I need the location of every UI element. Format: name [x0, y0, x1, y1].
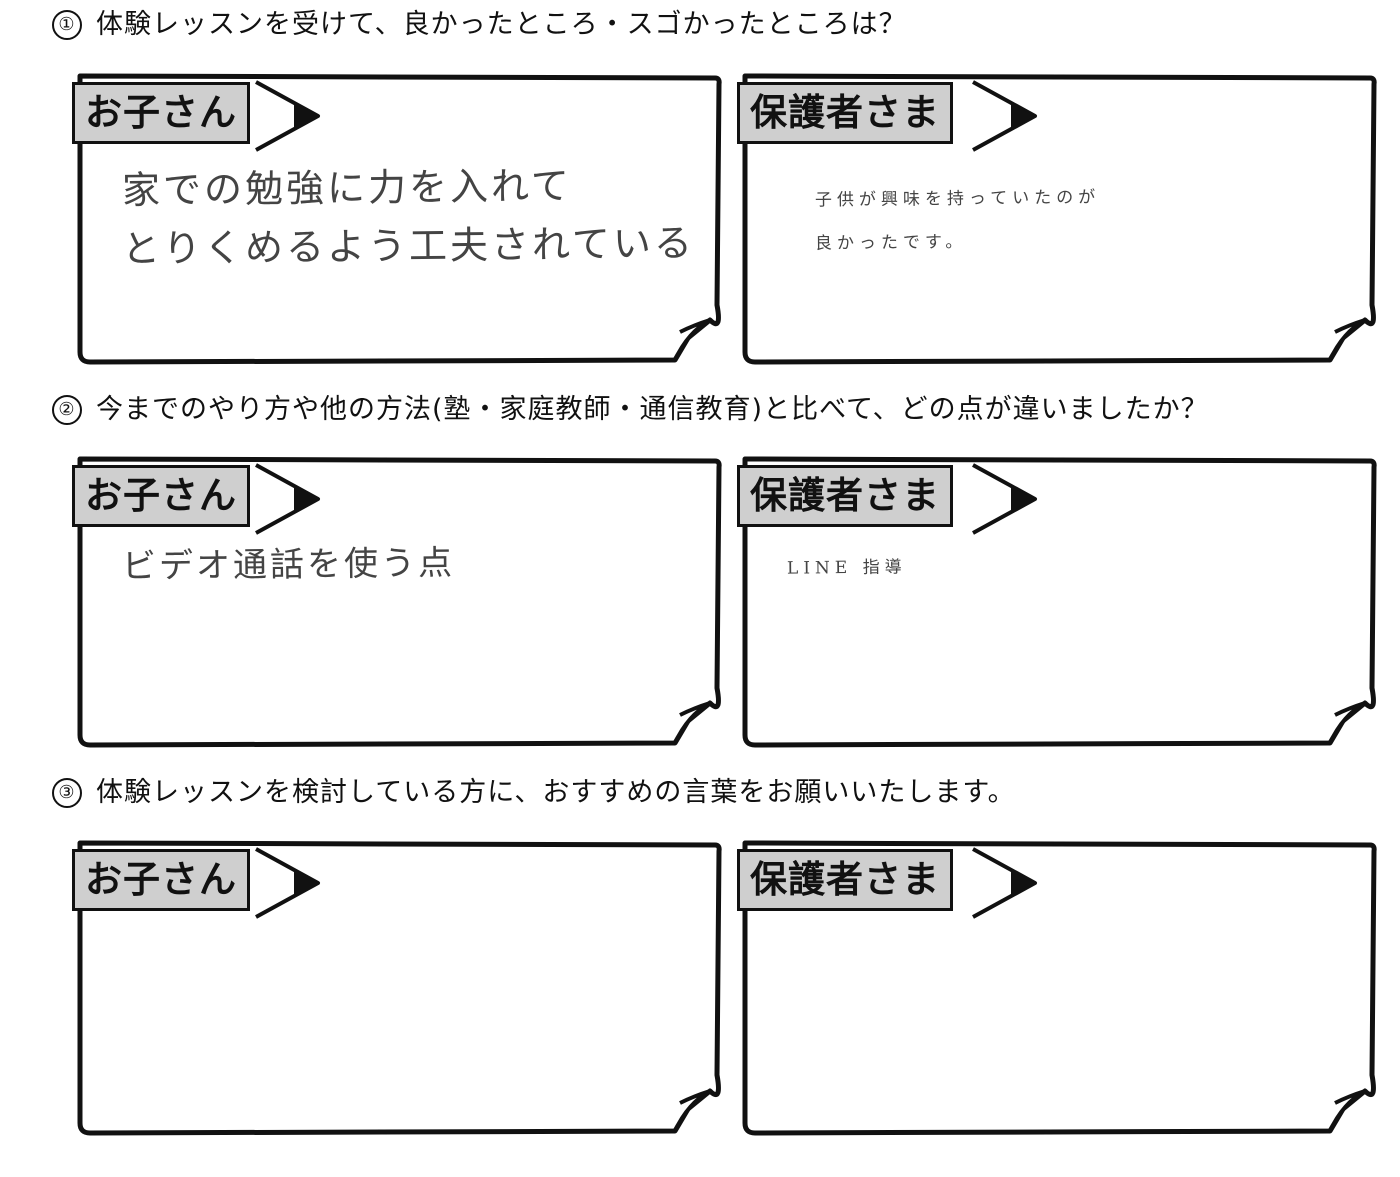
- question-text: 体験レッスンを検討している方に、おすすめの言葉をお願いいたします。: [96, 777, 1016, 808]
- pencil-tip-icon: [255, 80, 320, 152]
- question-1: ① 体験レッスンを受けて、良かったところ・スゴかったところは？: [52, 8, 907, 42]
- pencil-tip-icon: [255, 847, 320, 919]
- note-frame: [742, 840, 1377, 1136]
- question-number: ③: [52, 778, 82, 808]
- label-child: お子さん: [72, 465, 250, 527]
- pencil-tip-icon: [255, 463, 320, 535]
- pencil-tip-icon: [972, 463, 1037, 535]
- answer-box-parent: 保護者さま LINE 指導: [725, 453, 1380, 749]
- label-parent: 保護者さま: [737, 849, 953, 911]
- answer-line: LINE 指導: [786, 557, 907, 579]
- answer-box-child: お子さん: [60, 837, 725, 1137]
- answer-box-parent: 保護者さま: [725, 837, 1380, 1137]
- question-text: 体験レッスンを受けて、良かったところ・スゴかったところは？: [96, 9, 907, 40]
- answer-line: 家での勉強に力を入れて: [121, 163, 573, 213]
- question-text: 今までのやり方や他の方法(塾・家庭教師・通信教育)と比べて、どの点が違いましたか…: [96, 394, 1209, 425]
- label-child: お子さん: [72, 82, 250, 144]
- question-number: ②: [52, 395, 82, 425]
- note-frame: [77, 840, 722, 1136]
- answer-line: 良かったです。: [814, 232, 968, 254]
- question-number: ①: [52, 10, 82, 40]
- pencil-tip-icon: [972, 847, 1037, 919]
- note-frame: [742, 456, 1377, 748]
- answer-line: 子供が興味を持っていたのが: [814, 187, 1101, 211]
- note-frame: [77, 456, 722, 748]
- answer-box-child: お子さん ビデオ通話を使う点: [60, 453, 725, 749]
- answer-box-child: お子さん 家での勉強に力を入れて とりくめるよう工夫されている: [60, 70, 725, 366]
- label-parent: 保護者さま: [737, 82, 953, 144]
- pencil-tip-icon: [972, 80, 1037, 152]
- question-3: ③ 体験レッスンを検討している方に、おすすめの言葉をお願いいたします。: [52, 776, 1016, 810]
- label-child: お子さん: [72, 849, 250, 911]
- answer-box-parent: 保護者さま 子供が興味を持っていたのが 良かったです。: [725, 70, 1380, 366]
- question-2: ② 今までのやり方や他の方法(塾・家庭教師・通信教育)と比べて、どの点が違いました…: [52, 393, 1209, 427]
- label-parent: 保護者さま: [737, 465, 953, 527]
- answer-line: とりくめるよう工夫されている: [121, 221, 696, 271]
- note-frame: [77, 73, 722, 365]
- answer-line: ビデオ通話を使う点: [121, 543, 456, 587]
- note-frame: [742, 73, 1377, 365]
